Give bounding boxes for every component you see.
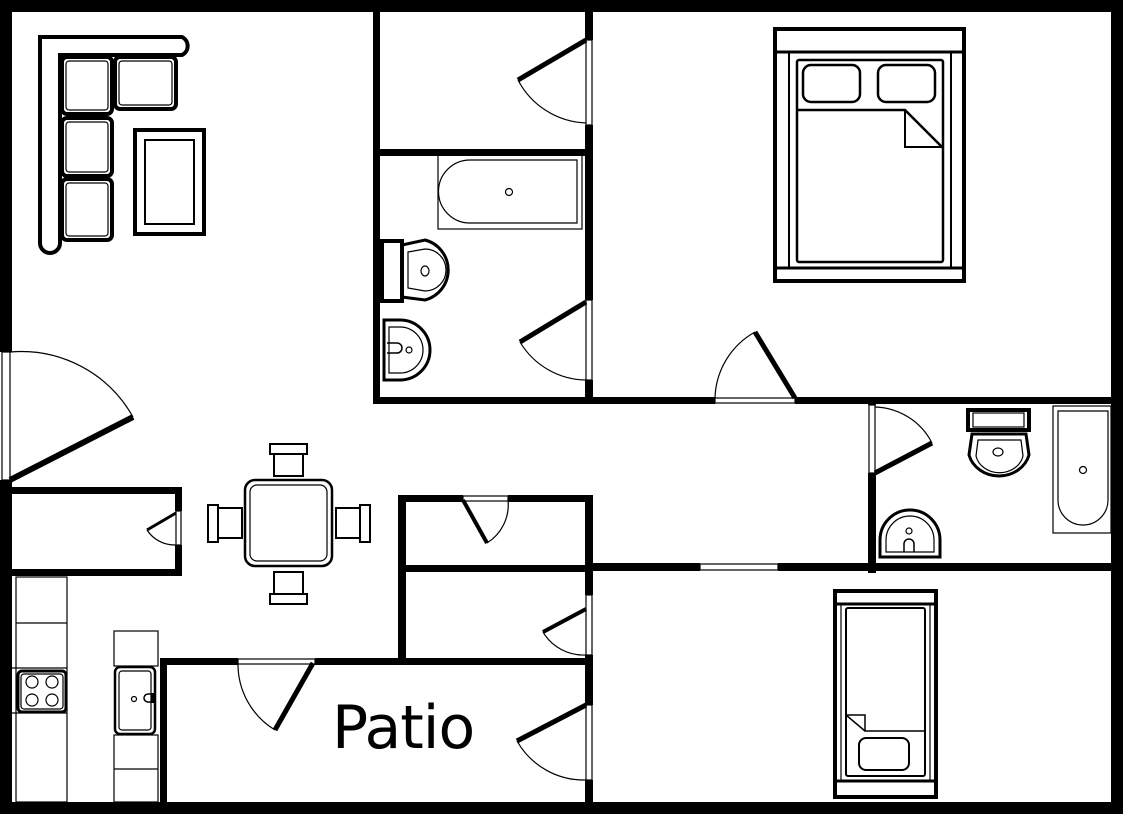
toilet-2	[966, 408, 1031, 478]
bathtub-2	[1052, 405, 1112, 534]
sink-1	[382, 318, 432, 382]
dining-table	[243, 478, 334, 568]
master-bedroom-door[interactable]	[714, 330, 798, 400]
sink-2	[878, 508, 942, 559]
bathtub-1	[437, 154, 583, 230]
bathroom-2-door[interactable]	[873, 406, 934, 476]
stove	[16, 669, 68, 714]
closet-door[interactable]	[516, 37, 588, 124]
doors	[8, 37, 934, 781]
door-jambs	[1, 39, 876, 781]
left-closet-door[interactable]	[146, 511, 177, 546]
bedroom-2-door[interactable]	[515, 702, 588, 781]
patio-label: Patio	[332, 693, 475, 763]
dining-chairs	[207, 443, 371, 605]
sectional-sofa	[38, 35, 190, 255]
single-bed	[833, 589, 938, 799]
double-bed	[773, 27, 966, 283]
patio-door[interactable]	[237, 661, 316, 732]
entrance-door[interactable]	[8, 350, 135, 483]
storage-2-door[interactable]	[542, 607, 587, 656]
bathroom-1-door[interactable]	[518, 299, 588, 381]
kitchen-sink	[113, 665, 157, 736]
coffee-table	[133, 128, 206, 236]
toilet-1	[380, 238, 450, 303]
storage-1-door[interactable]	[461, 499, 509, 544]
